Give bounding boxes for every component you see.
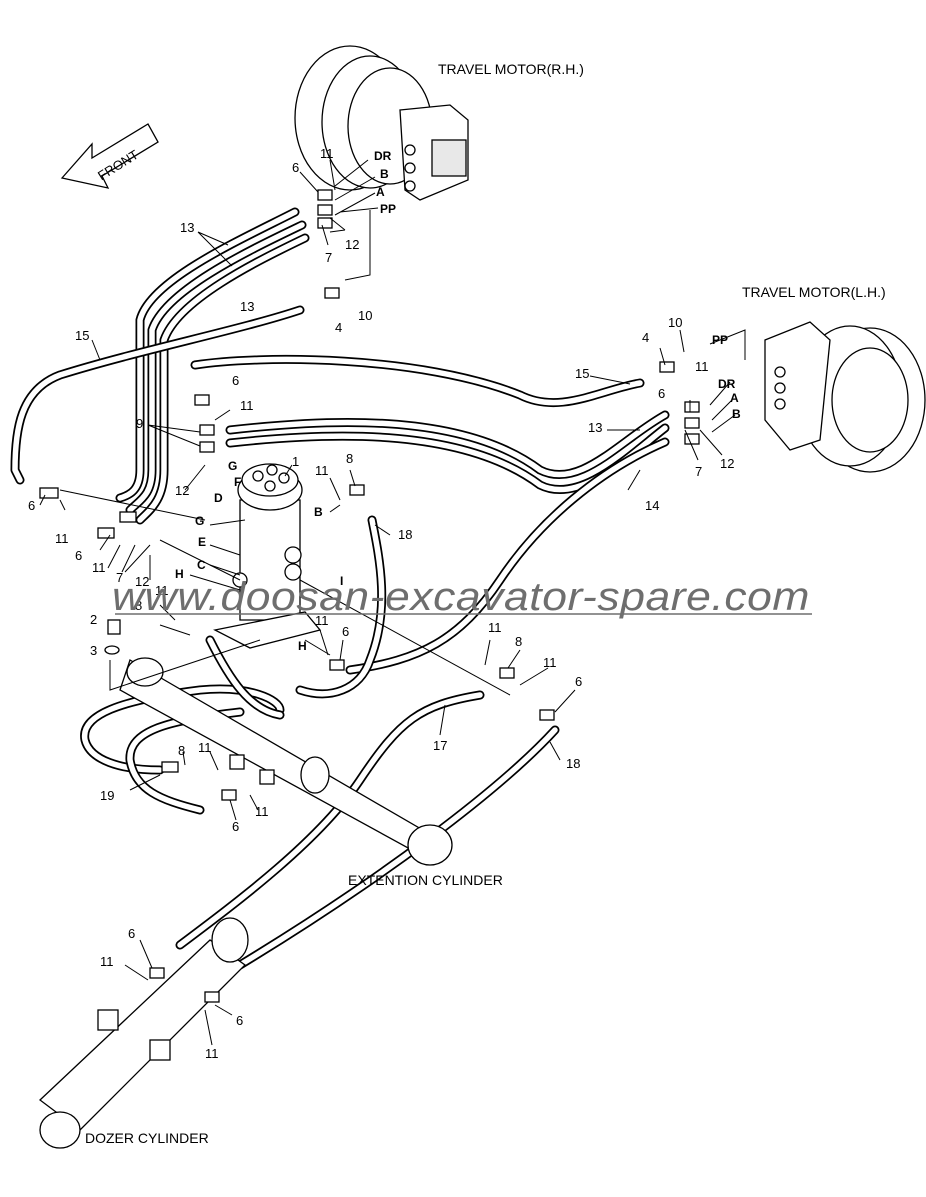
- port-pp-lh: PP: [712, 333, 728, 347]
- callout-12: 12: [720, 456, 734, 471]
- port-pp-rh: PP: [380, 202, 396, 216]
- callout-11: 11: [488, 620, 502, 635]
- callout-10: 10: [668, 315, 682, 330]
- callout-6: 6: [232, 373, 239, 388]
- center-swivel-joint: [213, 463, 322, 649]
- callout-4: 4: [335, 320, 342, 335]
- callout-11: 11: [695, 359, 709, 374]
- callout-15: 15: [575, 366, 589, 381]
- dozer-cylinder: [38, 917, 249, 1149]
- callout-6: 6: [658, 386, 665, 401]
- callout-6: 6: [75, 548, 82, 563]
- callout-12: 12: [135, 574, 149, 589]
- port-b-rh: B: [380, 167, 389, 181]
- port-b-lh: B: [732, 407, 741, 421]
- callout-11: 11: [205, 1046, 219, 1061]
- callout-11: 11: [543, 655, 557, 670]
- callout-11: 11: [100, 954, 114, 969]
- callout-9: 9: [136, 416, 143, 431]
- callout-11: 11: [315, 613, 329, 628]
- callout-6: 6: [292, 160, 299, 175]
- travel-motor-rh-title: TRAVEL MOTOR(R.H.): [438, 61, 584, 77]
- callout-11: 11: [315, 463, 329, 478]
- callout-15: 15: [75, 328, 89, 343]
- port-h-left: H: [175, 567, 184, 581]
- travel-motor-lh-title: TRAVEL MOTOR(L.H.): [742, 284, 886, 300]
- callout-18: 18: [398, 527, 412, 542]
- callout-13: 13: [180, 220, 194, 235]
- port-e: E: [198, 535, 206, 549]
- travel-motor-rh: [294, 45, 469, 201]
- extention-cylinder-title: EXTENTION CYLINDER: [348, 872, 503, 888]
- callout-8: 8: [346, 451, 353, 466]
- callout-3: 3: [90, 643, 97, 658]
- callout-8: 8: [135, 598, 142, 613]
- callout-11: 11: [155, 583, 169, 598]
- callout-11: 11: [320, 146, 334, 161]
- port-a-rh: A: [376, 185, 385, 199]
- dozer-cylinder-title: DOZER CYLINDER: [85, 1130, 209, 1146]
- port-f: F: [234, 475, 241, 489]
- port-labels: DR B A PP PP DR A B G F D G E C H B I H: [175, 149, 741, 653]
- callout-11: 11: [240, 398, 254, 413]
- callout-11: 11: [55, 531, 69, 546]
- callout-8: 8: [515, 634, 522, 649]
- callout-11: 11: [198, 740, 212, 755]
- callout-10: 10: [358, 308, 372, 323]
- port-c: C: [197, 558, 206, 572]
- callout-6: 6: [342, 624, 349, 639]
- port-g-lower: G: [195, 514, 204, 528]
- callout-numbers: 13 13 6 11 12 7 4 10 15 15 13 14 4 10 11…: [28, 146, 734, 1061]
- callout-12: 12: [175, 483, 189, 498]
- callout-1: 1: [292, 454, 299, 469]
- port-dr-lh: DR: [718, 377, 736, 391]
- port-h-right: H: [298, 639, 307, 653]
- watermark: www.doosan-excavator-spare.com: [112, 575, 810, 619]
- port-b-swivel: B: [314, 505, 323, 519]
- fittings: [39, 189, 700, 1003]
- callout-19: 19: [100, 788, 114, 803]
- leader-lines: [39, 159, 746, 1046]
- callout-2: 2: [90, 612, 97, 627]
- port-g-upper: G: [228, 459, 237, 473]
- callout-17: 17: [433, 738, 447, 753]
- port-dr-rh: DR: [374, 149, 392, 163]
- callout-11: 11: [92, 560, 106, 575]
- callout-7: 7: [325, 250, 332, 265]
- callout-8: 8: [178, 743, 185, 758]
- front-arrow-icon: FRONT: [60, 123, 159, 189]
- callout-6: 6: [232, 819, 239, 834]
- callout-13: 13: [240, 299, 254, 314]
- callout-14: 14: [645, 498, 659, 513]
- callout-6: 6: [236, 1013, 243, 1028]
- callout-12: 12: [345, 237, 359, 252]
- callout-6: 6: [575, 674, 582, 689]
- callout-7: 7: [116, 570, 123, 585]
- hoses: [10, 207, 670, 970]
- port-i: I: [340, 574, 343, 588]
- extention-cylinder: [119, 657, 453, 866]
- callout-4: 4: [642, 330, 649, 345]
- callout-11: 11: [255, 804, 269, 819]
- travel-motor-lh: [764, 321, 926, 473]
- callout-6: 6: [28, 498, 35, 513]
- callout-18: 18: [566, 756, 580, 771]
- callout-7: 7: [695, 464, 702, 479]
- callout-6: 6: [128, 926, 135, 941]
- port-a-lh: A: [730, 391, 739, 405]
- port-d: D: [214, 491, 223, 505]
- callout-13: 13: [588, 420, 602, 435]
